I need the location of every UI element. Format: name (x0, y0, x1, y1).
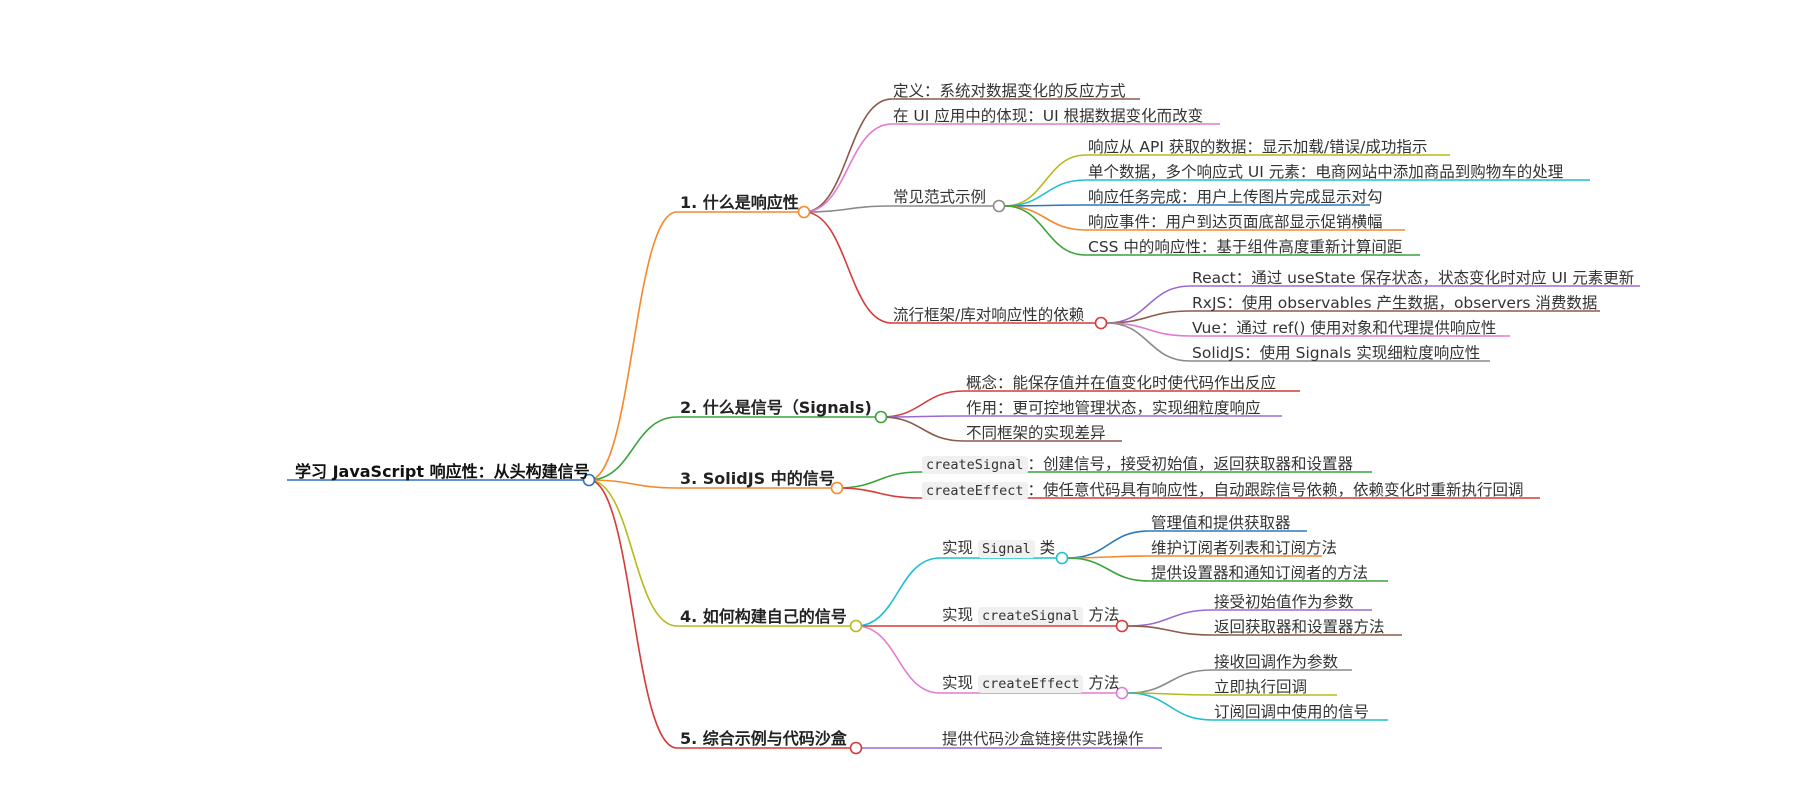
b4-ce-callback[interactable]: 接收回调作为参数 (1214, 653, 1339, 671)
edge-40 (855, 625, 941, 694)
edge-52 (1127, 669, 1213, 694)
b4-create-effect-suffix: 方法 (1083, 674, 1120, 692)
branch-1-node[interactable] (797, 205, 811, 219)
edge-30 (880, 416, 965, 442)
b1-ui-manifestation[interactable]: 在 UI 应用中的体现：UI 根据数据变化而改变 (893, 107, 1204, 125)
root-to-branch-5 (588, 479, 678, 749)
b4-sig-manage[interactable]: 管理值和提供获取器 (1151, 514, 1291, 532)
b3-create-signal[interactable]: createSignal：创建信号，接受初始值，返回获取器和设置器 (922, 454, 1353, 475)
b1-fw-solidjs[interactable]: SolidJS：使用 Signals 实现细粒度响应性 (1192, 344, 1481, 362)
branch-3-topic[interactable]: 3. SolidJS 中的信号 (680, 469, 835, 488)
mindmap-underlines (287, 98, 1640, 749)
root-topic[interactable]: 学习 JavaScript 响应性：从头构建信号 (295, 462, 590, 481)
code-b4-create-signal: createSignal (977, 607, 1084, 625)
edge-36 (855, 557, 941, 627)
b4-signal-class-prefix: 实现 (942, 539, 978, 557)
b2-role[interactable]: 作用：更可控地管理状态，实现细粒度响应 (966, 399, 1261, 417)
b3-create-effect-desc: ：使任意代码具有响应性，自动跟踪信号依赖，依赖变化时重新执行回调 (1027, 481, 1524, 499)
root-to-branch-3 (588, 479, 678, 489)
edge-14 (1004, 205, 1087, 231)
branch-4-node[interactable] (849, 619, 863, 633)
root-node[interactable] (582, 473, 596, 487)
b4-create-signal-prefix: 实现 (942, 606, 978, 624)
root-to-branch-2 (588, 416, 678, 481)
branch-4-topic[interactable]: 4. 如何构建自己的信号 (680, 607, 847, 626)
branch-1-topic[interactable]: 1. 什么是响应性 (680, 193, 799, 212)
branch-5-node[interactable] (849, 741, 863, 755)
edge-50 (1127, 625, 1213, 636)
create-effect-node[interactable] (1115, 686, 1129, 700)
code-signal: Signal (977, 540, 1035, 558)
edge-42 (1067, 530, 1150, 559)
b1-paradigm-multi-ui[interactable]: 单个数据，多个响应式 UI 元素：电商网站中添加商品到购物车的处理 (1088, 163, 1564, 181)
mindmap-nodes (582, 199, 1129, 755)
b4-cs-initial[interactable]: 接受初始值作为参数 (1214, 593, 1354, 611)
edge-46 (1067, 557, 1150, 582)
frameworks-node[interactable] (1094, 316, 1108, 330)
b5-sandbox[interactable]: 提供代码沙盒链接供实践操作 (942, 730, 1144, 748)
b4-signal-class-suffix: 类 (1034, 539, 1056, 557)
b1-paradigm-css[interactable]: CSS 中的响应性：基于组件高度重新计算间距 (1088, 238, 1403, 256)
edge-10 (1004, 179, 1087, 207)
b1-common-paradigms[interactable]: 常见范式示例 (893, 188, 987, 206)
b2-concept[interactable]: 概念：能保存值并在值变化时使代码作出反应 (966, 374, 1277, 392)
b4-cs-return[interactable]: 返回获取器和设置器方法 (1214, 618, 1385, 636)
b4-sig-setter[interactable]: 提供设置器和通知订阅者的方法 (1151, 564, 1369, 582)
b2-differences[interactable]: 不同框架的实现差异 (966, 424, 1106, 442)
edge-32 (836, 471, 921, 489)
b1-definition[interactable]: 定义：系统对数据变化的反应方式 (893, 82, 1126, 100)
b4-create-signal[interactable]: 实现 createSignal 方法 (942, 605, 1119, 626)
b3-create-effect[interactable]: createEffect：使任意代码具有响应性，自动跟踪信号依赖，依赖变化时重新… (922, 480, 1524, 501)
paradigms-node[interactable] (992, 199, 1006, 213)
edge-8 (1004, 154, 1087, 207)
code-create-signal: createSignal (922, 456, 1028, 474)
b1-paradigm-api[interactable]: 响应从 API 获取的数据：显示加载/错误/成功指示 (1088, 138, 1428, 156)
b4-create-effect[interactable]: 实现 createEffect 方法 (942, 673, 1119, 694)
branch-2-node[interactable] (874, 410, 888, 424)
edge-1 (803, 98, 893, 213)
edge-5 (803, 205, 893, 213)
edge-7 (803, 211, 893, 324)
b1-fw-rxjs[interactable]: RxJS：使用 observables 产生数据，observers 消费数据 (1192, 294, 1598, 312)
b1-frameworks[interactable]: 流行框架/库对响应性的依赖 (893, 306, 1085, 324)
edge-3 (803, 123, 893, 213)
edge-48 (1127, 609, 1213, 627)
branch-5-topic[interactable]: 5. 综合示例与代码沙盒 (680, 729, 847, 748)
b4-ce-execute[interactable]: 立即执行回调 (1214, 678, 1308, 696)
branch-2-topic[interactable]: 2. 什么是信号（Signals) (680, 398, 872, 417)
edge-56 (1127, 692, 1213, 721)
edge-16 (1004, 205, 1087, 256)
b1-paradigm-task[interactable]: 响应任务完成：用户上传图片完成显示对勾 (1088, 188, 1383, 206)
signal-class-node[interactable] (1055, 551, 1069, 565)
b1-paradigm-event[interactable]: 响应事件：用户到达页面底部显示促销横幅 (1088, 213, 1383, 231)
b3-create-signal-desc: ：创建信号，接受初始值，返回获取器和设置器 (1027, 455, 1354, 473)
b1-fw-vue[interactable]: Vue：通过 ref() 使用对象和代理提供响应性 (1192, 319, 1497, 337)
mindmap-edges (588, 98, 1213, 749)
edge-18 (1106, 285, 1191, 324)
branch-3-node[interactable] (830, 481, 844, 495)
edge-26 (880, 390, 965, 418)
b4-create-effect-prefix: 实现 (942, 674, 978, 692)
b4-create-signal-suffix: 方法 (1083, 606, 1120, 624)
root-to-branch-4 (588, 479, 678, 627)
root-to-branch-1 (588, 211, 678, 481)
b4-sig-subscribers[interactable]: 维护订阅者列表和订阅方法 (1151, 539, 1338, 557)
b1-fw-react[interactable]: React：通过 useState 保存状态，状态变化时对应 UI 元素更新 (1192, 269, 1635, 287)
b4-signal-class[interactable]: 实现 Signal 类 (942, 538, 1055, 559)
edge-24 (1106, 322, 1191, 362)
edge-34 (836, 487, 921, 499)
code-create-effect: createEffect (922, 482, 1028, 500)
code-b4-create-effect: createEffect (977, 675, 1084, 693)
create-signal-node[interactable] (1115, 619, 1129, 633)
b4-ce-subscribe[interactable]: 订阅回调中使用的信号 (1214, 703, 1370, 721)
